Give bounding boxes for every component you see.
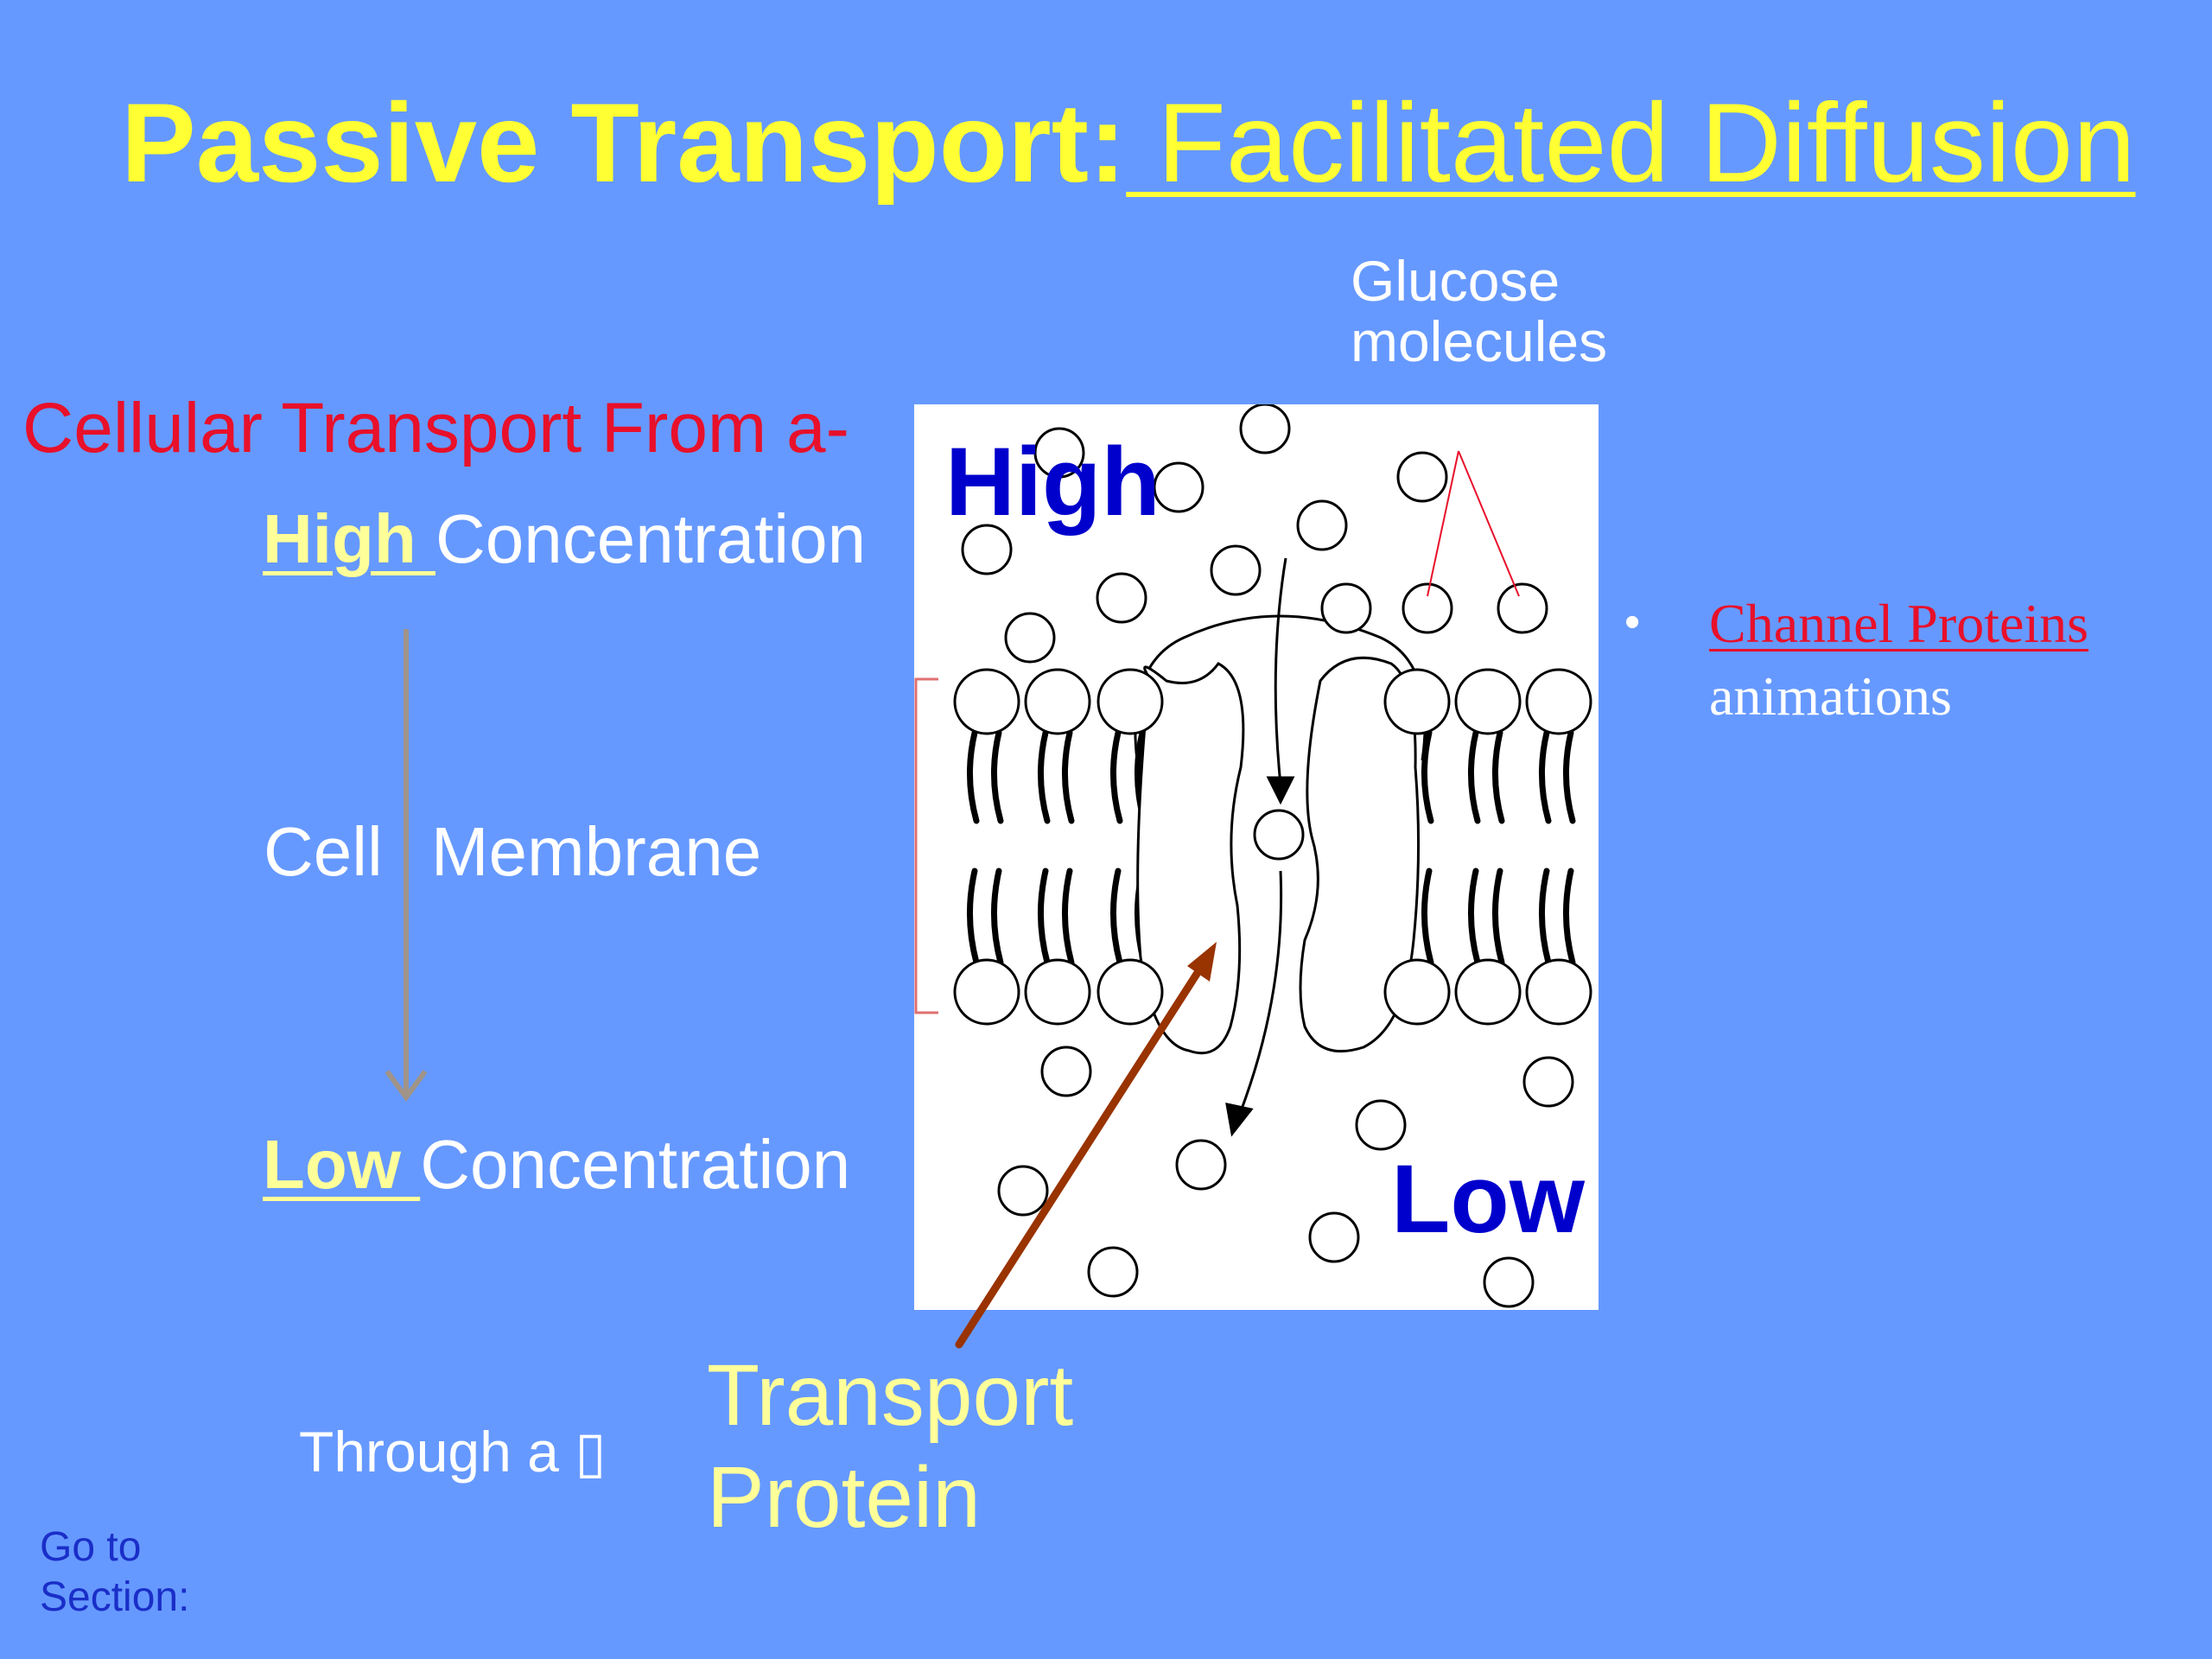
through-a-label: Through a ▯ bbox=[299, 1420, 607, 1484]
animations-text: animations bbox=[1709, 665, 1952, 727]
glucose-molecule bbox=[1320, 582, 1372, 634]
title-sub: Facilitated Diffusion bbox=[1126, 79, 2136, 206]
phospholipid-head bbox=[1525, 668, 1592, 735]
glucose-molecule bbox=[1096, 572, 1147, 624]
channel-proteins-link[interactable]: Channel Proteins bbox=[1709, 593, 2089, 654]
high-keyword: High bbox=[263, 500, 435, 577]
go-to-section-link[interactable]: Go to Section: bbox=[40, 1524, 190, 1620]
membrane-word: Membrane bbox=[430, 813, 762, 890]
glucose-molecule bbox=[1296, 499, 1348, 551]
lipid-tail bbox=[1109, 729, 1123, 824]
lipid-tail bbox=[1562, 729, 1576, 824]
glucose-molecule bbox=[1033, 427, 1085, 479]
lipid-tail bbox=[1421, 729, 1434, 824]
title-main: Passive Transport: bbox=[121, 79, 1127, 206]
membrane-diagram: High Low bbox=[914, 403, 1599, 1310]
lipid-tail bbox=[966, 868, 980, 966]
phospholipid-head bbox=[953, 958, 1020, 1026]
glucose-molecule bbox=[1087, 1246, 1139, 1298]
phospholipid-head bbox=[1525, 958, 1592, 1026]
phospholipid-head bbox=[1096, 958, 1164, 1026]
diffusion-path-arrows bbox=[1225, 557, 1295, 1137]
lipid-tail bbox=[1109, 868, 1123, 966]
high-side-label: High bbox=[945, 428, 1160, 536]
bullet-icon: • bbox=[1624, 597, 1641, 647]
low-side-label: Low bbox=[1391, 1145, 1585, 1253]
lipid-tail bbox=[1562, 868, 1576, 966]
lipid-tail bbox=[1061, 729, 1075, 824]
glucose-molecule bbox=[1040, 1046, 1092, 1097]
glucose-molecule bbox=[1522, 1056, 1574, 1108]
glucose-molecule bbox=[1483, 1256, 1535, 1308]
glucose-molecule bbox=[1355, 1099, 1407, 1151]
slide-title: Passive Transport: Facilitated Diffusion bbox=[121, 78, 2135, 207]
transport-protein-label: Transport Protein bbox=[707, 1347, 1074, 1546]
lipid-tail bbox=[1538, 729, 1552, 824]
phospholipid-head bbox=[1096, 668, 1164, 735]
cell-membrane-label: Cell Membrane bbox=[264, 810, 761, 893]
phospholipid-head bbox=[953, 668, 1020, 735]
lipid-tail bbox=[1061, 868, 1075, 966]
lipid-tail bbox=[1538, 868, 1552, 966]
phospholipid-head bbox=[1024, 668, 1091, 735]
lipid-tail bbox=[1491, 729, 1505, 824]
low-concentration-text: Concentration bbox=[420, 1126, 851, 1203]
phospholipid-head bbox=[1383, 668, 1451, 735]
lipid-tail bbox=[966, 729, 980, 824]
glucose-molecule bbox=[1175, 1139, 1227, 1191]
lipid-tail bbox=[1467, 729, 1481, 824]
high-concentration-text: Concentration bbox=[435, 500, 867, 577]
phospholipid-head bbox=[1024, 958, 1091, 1026]
lipid-tail bbox=[1491, 868, 1505, 966]
phospholipid-head bbox=[1383, 958, 1451, 1026]
glucose-molecule bbox=[961, 524, 1013, 575]
lipid-tail bbox=[990, 729, 1004, 824]
low-keyword: Low bbox=[263, 1126, 421, 1203]
glucose-molecule bbox=[1004, 612, 1056, 664]
lipid-tail bbox=[1037, 729, 1051, 824]
glucose-pointer-lines bbox=[1427, 450, 1520, 597]
glucose-molecule bbox=[1239, 403, 1291, 454]
high-concentration-label: High Concentration bbox=[263, 498, 866, 581]
lipid-tail bbox=[1467, 868, 1481, 966]
cellular-transport-label: Cellular Transport From a- bbox=[22, 389, 849, 467]
glucose-molecule bbox=[1308, 1211, 1360, 1263]
cell-word: Cell bbox=[264, 813, 383, 890]
glucose-molecule bbox=[1396, 451, 1448, 503]
low-concentration-label: Low Concentration bbox=[263, 1123, 850, 1206]
glucose-molecule bbox=[1402, 582, 1453, 634]
phospholipid-head bbox=[1454, 668, 1522, 735]
glucose-molecule bbox=[997, 1165, 1049, 1217]
lipid-tail bbox=[1421, 868, 1434, 966]
glucose-molecule bbox=[1153, 461, 1205, 513]
glucose-molecule bbox=[1253, 809, 1305, 861]
lipid-tail bbox=[1037, 868, 1051, 966]
phospholipid-head bbox=[1454, 958, 1522, 1026]
glucose-molecule bbox=[1497, 582, 1548, 634]
lipid-tail bbox=[990, 868, 1004, 966]
glucose-molecules-label: Glucose molecules bbox=[1351, 249, 1608, 373]
glucose-molecule bbox=[1210, 544, 1262, 596]
